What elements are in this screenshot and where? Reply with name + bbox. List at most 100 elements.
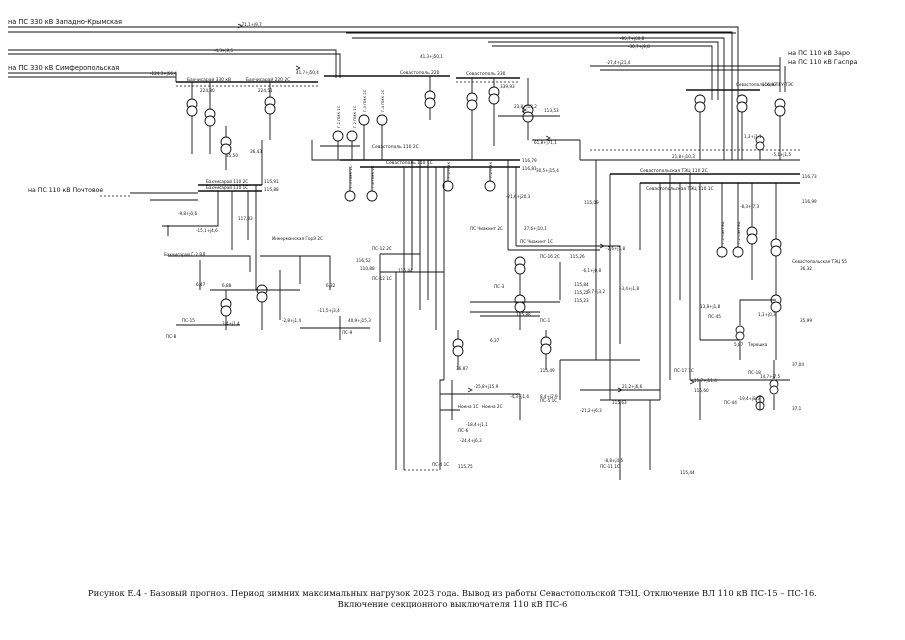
voltage-label: 35,99 (800, 318, 812, 323)
flow-arrows (237, 23, 695, 393)
voltage-label: 115,22 (574, 290, 589, 295)
gen-label-g9: Г-1 СавТЭЦ (720, 222, 725, 244)
flow-label: -2,8+j1,4 (282, 318, 301, 323)
bus-label-bakhg2: Бахчисарай Г-2 ВЛ (164, 252, 205, 257)
bus-label-inkerman: Инкерманская ГорЭ 2С (272, 236, 323, 241)
bus-label-ps15: ПС-15 (182, 318, 195, 323)
flow-label: 41,7+j50,4 (296, 70, 319, 75)
bus-label-terek: Терешка (747, 342, 768, 347)
voltage-label: 224,51 (258, 88, 273, 93)
flow-labels: -71,1+j9,7 -4,3+j9,5 -124,3+j66,4 41,7+j… (150, 22, 791, 463)
flow-label: -6,1+j0,8 (582, 268, 601, 273)
flow-label: 61,8+j71,1 (534, 140, 557, 145)
voltage-label: 110,88 (360, 266, 375, 271)
voltage-label: 115,44 (680, 470, 695, 475)
voltage-label: 116,92 (762, 82, 777, 87)
bus-label-ps17: ПС-17 1С (674, 368, 694, 373)
voltage-label: 115,88 (516, 312, 531, 317)
voltage-label: 115,63 (612, 400, 627, 405)
bus-label-bsk2: Ноена 2С (482, 404, 503, 409)
voltage-label: 115,75 (458, 464, 473, 469)
voltage-label: 116,81 (522, 166, 537, 171)
bus-label-ps3: ПС-3 (494, 284, 505, 289)
power-network-scheme: на ПС 330 кВ Западно-Крымская на ПС 330 … (8, 18, 857, 480)
voltage-label: 117,83 (238, 216, 253, 221)
voltage-label: 37,1 (792, 406, 802, 411)
bus-label-bakh330: Бахчисарай 330 кВ (187, 76, 231, 83)
voltage-label: 36,43 (250, 149, 262, 154)
buses-high-voltage (176, 75, 800, 192)
gen-label-g2: Г-2 ПМК 1С (352, 105, 357, 128)
voltage-label: 116,99 (802, 199, 817, 204)
link-label-pocht: на ПС 110 кВ Почтовое (28, 187, 103, 194)
flow-label: 41,3+j50,1 (420, 54, 443, 59)
flow-label: 21,8+j10,3 (672, 154, 695, 159)
caption-line-2: Включение секционного выключателя 110 кВ… (337, 599, 568, 609)
gen-label-g1: Г-1 ПМК 1С (336, 105, 341, 128)
voltage-label: 6,88 (222, 283, 232, 288)
flow-label: -24,4+j6,3 (460, 438, 482, 443)
bus-label-bsk: Ноена 1С (458, 404, 479, 409)
bus-label-bakh220: Бахчисарай 220 2С (246, 76, 290, 83)
flow-label: -9,8+j0,6 (178, 211, 197, 216)
flow-label: 40,9+j15,3 (348, 318, 371, 323)
gen-label-g4: Г-4 ПМК 2С (380, 89, 385, 112)
voltage-label: 339,93 (500, 84, 515, 89)
flow-label: -11,5+j3,4 (318, 308, 340, 313)
flow-label: -8,8+j4,5 (604, 458, 623, 463)
bus-label-ps12: ПС-12 2С (372, 246, 392, 251)
flow-label: 3,4+j1,4 (222, 321, 240, 326)
bus-label-ps1: ПС-1 (540, 318, 551, 323)
flow-label: -30,7+j9,8 (628, 44, 650, 49)
bus-label-ps4: ПС-4 1С (432, 462, 449, 467)
voltage-label: 224,80 (200, 88, 215, 93)
dashed-links (100, 81, 800, 471)
flow-label: -71,1+j9,7 (240, 22, 262, 27)
gen-label-g3: Г-3 ПМК 2С (362, 89, 367, 112)
bus-label-ps44: ПС-44 (724, 400, 737, 405)
voltage-label: 115,23 (574, 298, 589, 303)
flow-label: -19,4+j8,5 (738, 396, 760, 401)
voltage-label: 6,37 (490, 338, 500, 343)
bus-label-bakh110: Бахчисарай 110 2С (206, 179, 248, 184)
caption-line-1: Рисунок Е.4 - Базовый прогноз. Период зи… (88, 588, 817, 598)
voltage-label: 115,60 (694, 388, 709, 393)
voltage-label: 115,49 (540, 368, 555, 373)
voltage-label: 5,87 (734, 342, 744, 347)
link-label-zap-krym: на ПС 330 кВ Западно-Крымская (8, 18, 122, 26)
bus-label-sev330: Севастополь 330 (466, 71, 506, 77)
voltage-label: 37,04 (792, 362, 804, 367)
flow-label: -95,7+j60,8 (620, 36, 645, 41)
bus-label-ps6: ПС-6 (458, 428, 469, 433)
flow-label: -3,4+j1,8 (620, 286, 639, 291)
voltage-label: 115,09 (584, 200, 599, 205)
bus-label-sevtec3: Севастопольская ТЭЦ 55 (792, 259, 847, 264)
bus-label-chiakin: ПС Чиакинт 2С (470, 226, 503, 231)
voltage-label: 6,47 (196, 282, 206, 287)
flow-label: -8,3+j7,3 (740, 204, 759, 209)
bus-label-ps18: ПС-18 (748, 370, 761, 375)
link-label-gaspra: на ПС 110 кВ Гаспра (788, 58, 857, 66)
flow-label: -27,4+j21,4 (606, 60, 631, 65)
flow-label: 11,7+j11,4 (694, 378, 717, 383)
voltage-labels: 224,80 224,51 339,93 113,53 116,79 116,8… (196, 82, 817, 475)
voltage-label: 115,44 (398, 268, 413, 273)
flow-label: 8,4+j2,9 (540, 394, 558, 399)
flow-label: 13,8+j1,8 (700, 304, 721, 309)
gen-label-g7: Г-1 ПМК (446, 162, 451, 178)
bus-label-sevpgu: Севастопольская ПГУ-ТЭС (736, 82, 794, 87)
link-label-simf: на ПС 330 кВ Симферопольская (8, 64, 119, 72)
flow-label: 1,3+j1,1 (744, 134, 762, 139)
flow-label: 14,7+j7,5 (760, 374, 781, 379)
voltage-label: 115,91 (264, 179, 279, 184)
bus-label-sevtec: Севастопольская ТЭЦ 110 2С (640, 168, 708, 174)
bus-label-ps11: ПС-11 1С (600, 464, 620, 469)
branch-lines (130, 76, 800, 480)
voltage-label: 115,26 (570, 254, 585, 259)
flow-label: 1,3+j0,3 (758, 312, 776, 317)
flow-label: -124,3+j66,4 (150, 71, 177, 76)
bus-label-sev110: Севастополь 110 2С (372, 144, 419, 150)
bus-label-sev110b: Севастополь 110 1С (386, 160, 433, 166)
bus-label-ps16: ПС-16 2С (540, 254, 560, 259)
